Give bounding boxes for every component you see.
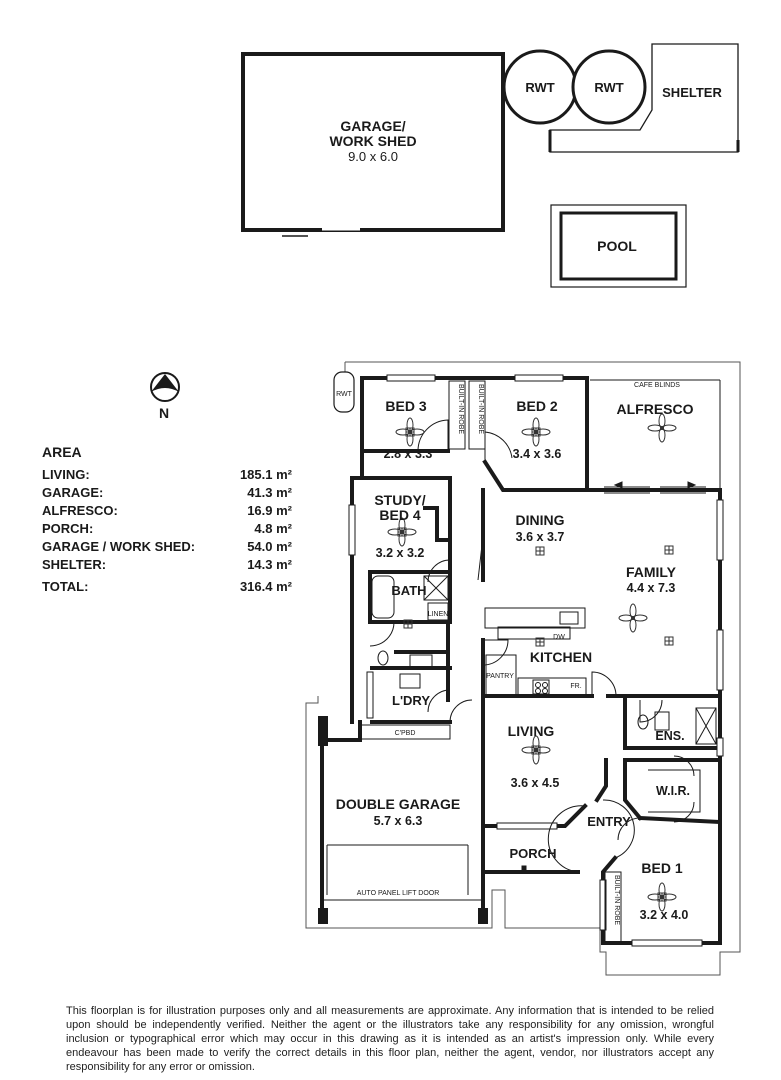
dining-name: DINING	[516, 512, 565, 528]
entry-name: ENTRY	[587, 814, 631, 829]
area-row: LIVING: 185.1 m²	[42, 466, 292, 484]
garage-shed-name-1: GARAGE/	[340, 118, 405, 134]
area-row: SHELTER: 14.3 m²	[42, 556, 292, 574]
area-row: GARAGE / WORK SHED: 54.0 m²	[42, 538, 292, 556]
alfresco-area	[590, 379, 721, 488]
pool-label: POOL	[597, 238, 637, 254]
area-row-label: GARAGE / WORK SHED:	[42, 539, 196, 554]
area-total-value: 316.4 m²	[239, 579, 292, 594]
windows	[348, 374, 724, 947]
north-compass: N	[150, 372, 180, 421]
shelter: SHELTER	[548, 43, 740, 153]
laundry-name: L'DRY	[392, 693, 430, 708]
double-garage-dims: 5.7 x 6.3	[374, 814, 423, 828]
house-rwt-label: RWT	[336, 391, 353, 398]
area-row-value: 185.1 m²	[239, 467, 292, 482]
porch-step	[521, 865, 527, 871]
cpbd-label: C'PBD	[395, 730, 416, 737]
area-row-label: SHELTER:	[42, 557, 107, 572]
robe-label-bed1: BUILT-IN ROBE	[613, 875, 620, 925]
area-row-label: LIVING:	[42, 467, 90, 482]
area-total-label: TOTAL:	[42, 579, 89, 594]
fridge-label: FR.	[570, 683, 581, 690]
area-row-value: 41.3 m²	[247, 485, 292, 500]
kitchen-name: KITCHEN	[530, 649, 592, 665]
robe-label-bed3: BUILT-IN ROBE	[457, 384, 464, 434]
dining-dims: 3.6 x 3.7	[516, 530, 565, 544]
family-name: FAMILY	[626, 564, 677, 580]
auto-door-label: AUTO PANEL LIFT DOOR	[357, 890, 440, 897]
area-table: AREA LIVING: 185.1 m² GARAGE: 41.3 m² AL…	[42, 444, 292, 596]
rainwater-tank-1: RWT	[502, 49, 578, 125]
wir-bay	[648, 769, 701, 813]
north-label: N	[159, 405, 169, 421]
area-title: AREA	[42, 444, 82, 460]
porch-name: PORCH	[510, 846, 557, 861]
cafe-blinds-label: CAFE BLINDS	[634, 382, 680, 389]
kitchen-benches	[484, 607, 587, 697]
garage-auto-door	[322, 844, 483, 901]
area-row: PORCH: 4.8 m²	[42, 520, 292, 538]
garage-shed-dims: 9.0 x 6.0	[348, 149, 398, 164]
study-name-2: BED 4	[379, 507, 420, 523]
built-in-robes	[448, 380, 622, 943]
bathroom-fixtures	[359, 575, 717, 745]
bath-name: BATH	[391, 583, 426, 598]
shelter-label: SHELTER	[662, 85, 722, 100]
dw-label: DW	[553, 634, 565, 641]
bed2-name: BED 2	[516, 398, 557, 414]
bed3-name: BED 3	[385, 398, 426, 414]
bed1-dims: 3.2 x 4.0	[640, 908, 689, 922]
area-row: GARAGE: 41.3 m²	[42, 484, 292, 502]
area-row-value: 16.9 m²	[247, 503, 292, 518]
garage-shed-name-2: WORK SHED	[329, 133, 416, 149]
doors	[369, 419, 695, 873]
linen-label: LINEN	[428, 611, 449, 618]
living-name: LIVING	[508, 723, 555, 739]
pantry-label: PANTRY	[486, 673, 514, 680]
area-row-value: 4.8 m²	[254, 521, 292, 536]
rwt-label-2: RWT	[594, 80, 623, 95]
ensuite-name: ENS.	[655, 729, 684, 743]
area-row: ALFRESCO: 16.9 m²	[42, 502, 292, 520]
garage-work-shed: GARAGE/ WORK SHED 9.0 x 6.0	[241, 52, 505, 237]
area-row-value: 14.3 m²	[247, 557, 292, 572]
pool: POOL	[550, 204, 687, 288]
area-row-label: PORCH:	[42, 521, 94, 536]
rwt-label-1: RWT	[525, 80, 554, 95]
family-dims: 4.4 x 7.3	[627, 581, 676, 595]
bed1-name: BED 1	[641, 860, 682, 876]
wir-name: W.I.R.	[656, 784, 690, 798]
bed2-dims: 3.4 x 3.6	[513, 447, 562, 461]
study-dims: 3.2 x 3.2	[376, 546, 425, 560]
house-rwt: RWT	[333, 371, 355, 413]
bed3-dims: 2.8 x 3.3	[384, 447, 433, 461]
area-row-value: 54.0 m²	[247, 539, 292, 554]
disclaimer-text: This floorplan is for illustration purpo…	[66, 1005, 714, 1073]
double-garage-name: DOUBLE GARAGE	[336, 796, 460, 812]
area-row-label: GARAGE:	[42, 485, 104, 500]
study-name-1: STUDY/	[374, 492, 425, 508]
alfresco-name: ALFRESCO	[617, 401, 694, 417]
robe-label-bed2: BUILT-IN ROBE	[477, 384, 484, 434]
sliding-doors	[604, 481, 706, 494]
area-total-row: TOTAL: 316.4 m²	[42, 578, 292, 596]
area-row-label: ALFRESCO:	[42, 503, 118, 518]
garage-corner-posts	[318, 716, 488, 924]
rainwater-tank-2: RWT	[571, 49, 647, 125]
living-dims: 3.6 x 4.5	[511, 776, 560, 790]
